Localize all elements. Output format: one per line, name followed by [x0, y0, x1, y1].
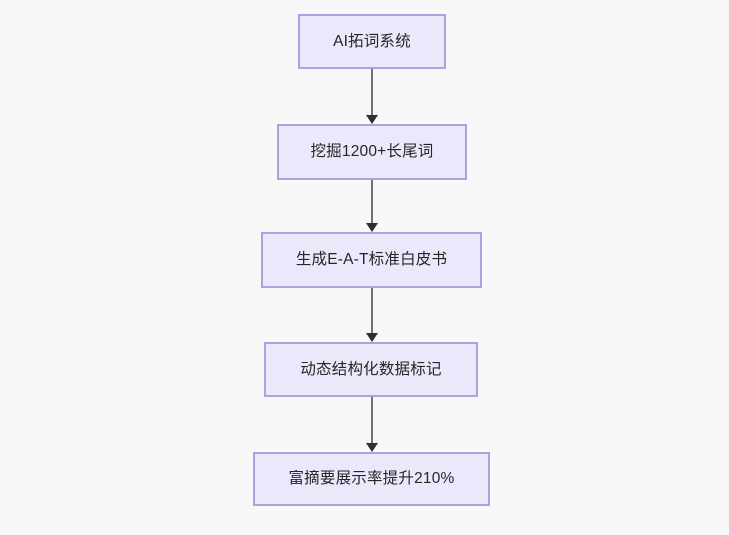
- flow-edge-line: [371, 180, 373, 224]
- flow-node-label: 挖掘1200+长尾词: [310, 143, 434, 161]
- flow-node-label: 动态结构化数据标记: [300, 360, 442, 378]
- flow-node-dynamic-structured-data-markup[interactable]: 动态结构化数据标记: [264, 342, 478, 397]
- flow-node-rich-snippet-rate-increase[interactable]: 富摘要展示率提升210%: [253, 452, 490, 506]
- flow-edge-arrowhead: [366, 443, 378, 452]
- flow-edge-line: [371, 397, 373, 444]
- flow-edge-2: [365, 180, 379, 232]
- flow-node-label: AI拓词系统: [333, 32, 411, 50]
- flow-edge-line: [371, 288, 373, 334]
- flow-node-ai-keyword-system[interactable]: AI拓词系统: [298, 14, 446, 69]
- flow-edge-arrowhead: [366, 115, 378, 124]
- flow-edge-arrowhead: [366, 333, 378, 342]
- flow-edge-line: [371, 69, 373, 116]
- flow-edge-arrowhead: [366, 223, 378, 232]
- flow-edge-1: [365, 69, 379, 124]
- flow-node-label: 富摘要展示率提升210%: [288, 470, 455, 488]
- flow-node-mine-longtail-keywords[interactable]: 挖掘1200+长尾词: [277, 124, 467, 180]
- flow-edge-3: [365, 288, 379, 342]
- flow-node-label: 生成E-A-T标准白皮书: [295, 251, 448, 269]
- flow-node-generate-eat-whitepaper[interactable]: 生成E-A-T标准白皮书: [261, 232, 482, 288]
- flow-edge-4: [365, 397, 379, 452]
